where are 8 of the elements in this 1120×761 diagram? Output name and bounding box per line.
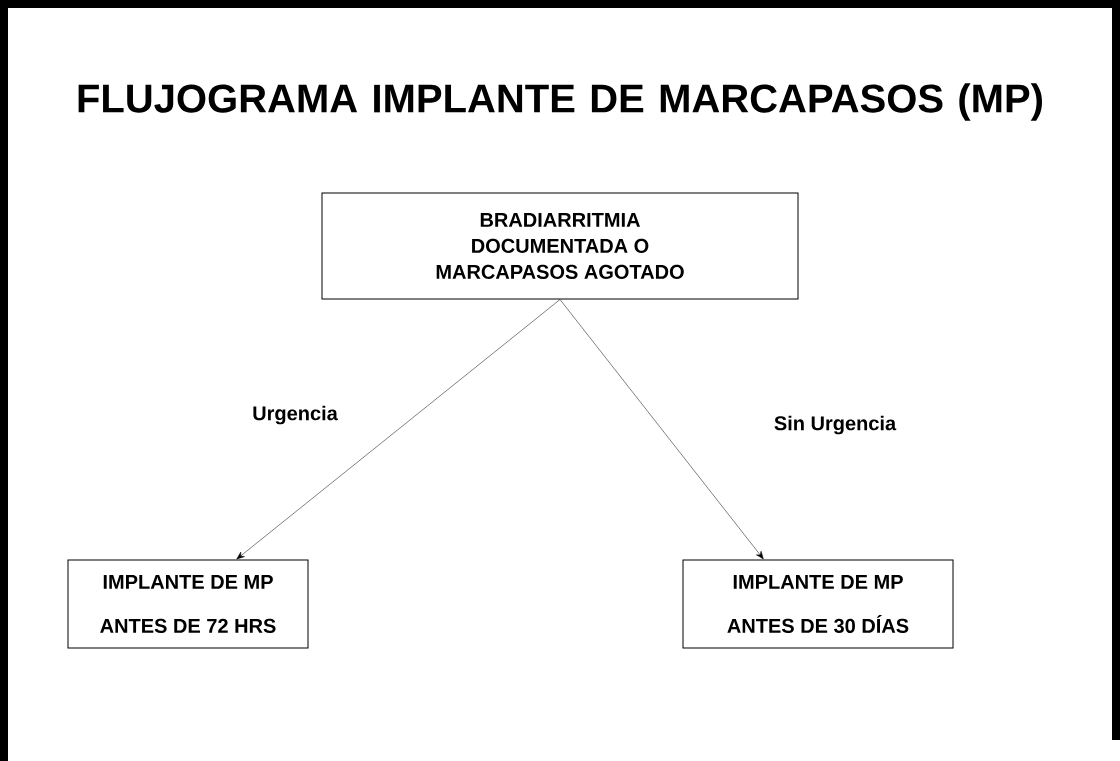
arrow xyxy=(559,299,764,560)
process-box: IMPLANTE DE MP ANTES DE 72 HRS xyxy=(67,559,309,649)
edge-label: Urgencia xyxy=(253,405,338,425)
arrow xyxy=(236,299,561,560)
process-box: IMPLANTE DE MP ANTES DE 30 DÍAS xyxy=(682,559,954,649)
edge-label: Sin Urgencia xyxy=(774,415,897,435)
process-box: BRADIARRITMIA DOCUMENTADA O MARCAPASOS AGOTADO xyxy=(321,192,799,300)
title: FLUJOGRAMA IMPLANTE DE MARCAPASOS (MP) xyxy=(78,83,1042,121)
